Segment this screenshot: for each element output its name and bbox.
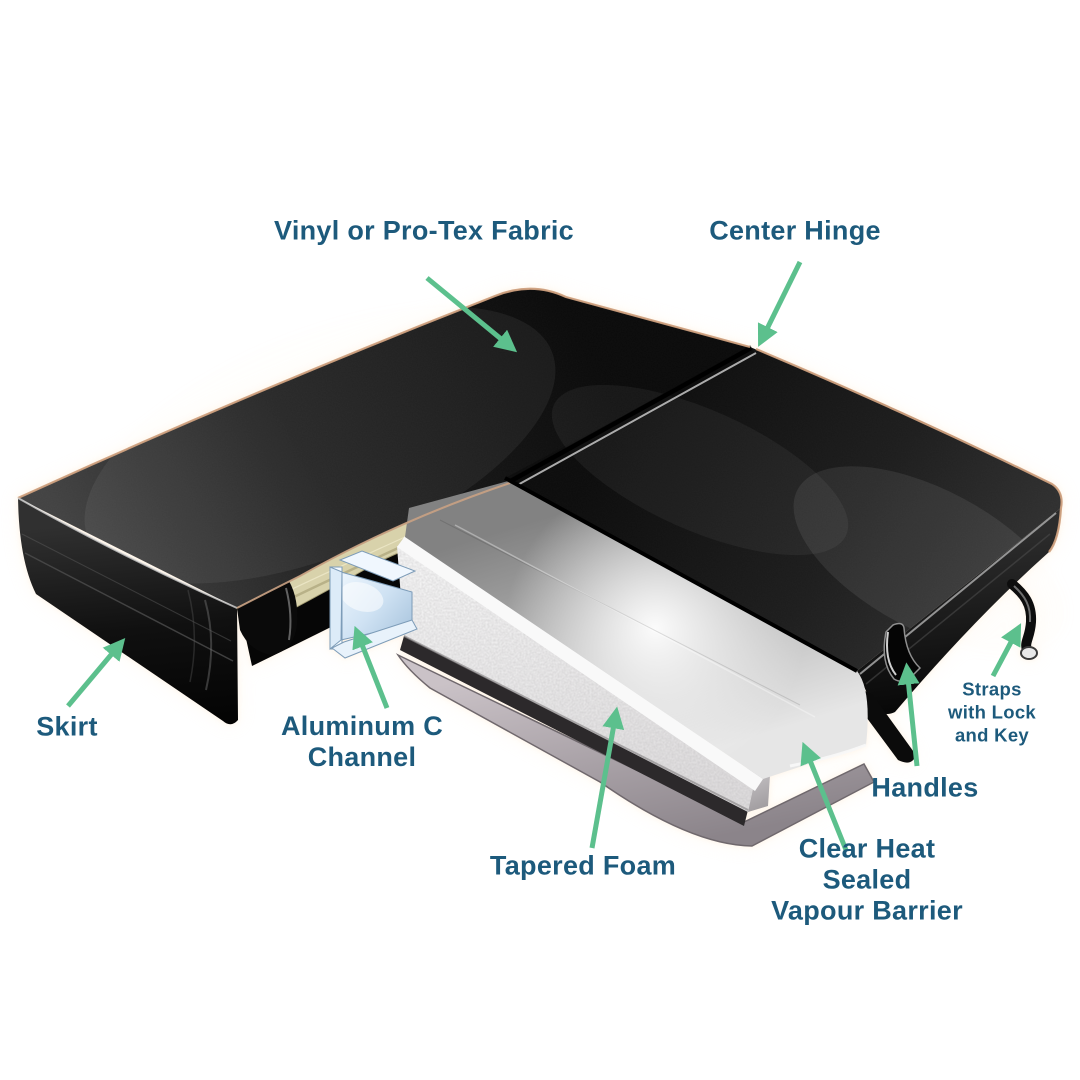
foam-block (395, 480, 876, 847)
tapered-foam-arrow (589, 706, 625, 849)
label-vinyl-fabric: Vinyl or Pro-Tex Fabric (274, 215, 574, 246)
vinyl-rolled-edge (237, 581, 298, 655)
label-aluminum-c-channel: Aluminum C Channel (281, 710, 443, 772)
vapour-barrier-arrow (800, 741, 849, 851)
center-hinge-seam (507, 345, 757, 489)
center-hinge-arrow (757, 260, 803, 347)
foam-top-strip (397, 536, 763, 791)
foam-underside (400, 636, 748, 826)
label-center-hinge: Center Hinge (709, 215, 881, 246)
skirt-arrow (66, 637, 126, 708)
label-vapour-barrier: Clear Heat Sealed Vapour Barrier (771, 833, 963, 926)
straps-arrow (990, 623, 1022, 678)
handles-arrow (897, 662, 920, 767)
right-skirt-flap (858, 688, 916, 763)
edge-highlights (17, 287, 1063, 673)
cover-skirt (18, 498, 238, 725)
label-tapered-foam: Tapered Foam (489, 850, 677, 881)
label-handles: Handles (871, 772, 979, 803)
c-channel-arrow (352, 625, 390, 709)
aluminum-c-channel (329, 550, 418, 659)
base-band (395, 653, 876, 847)
strap-with-lock (1007, 579, 1038, 660)
vapour-barrier-surface (405, 480, 868, 779)
cover-right-panel (505, 347, 1067, 671)
tapered-foam-face (397, 546, 753, 812)
label-straps: Straps with Lock and Key (948, 678, 1037, 746)
label-skirt: Skirt (36, 711, 98, 742)
fabric-arrow (425, 276, 518, 353)
cover-left-panel (18, 288, 750, 608)
